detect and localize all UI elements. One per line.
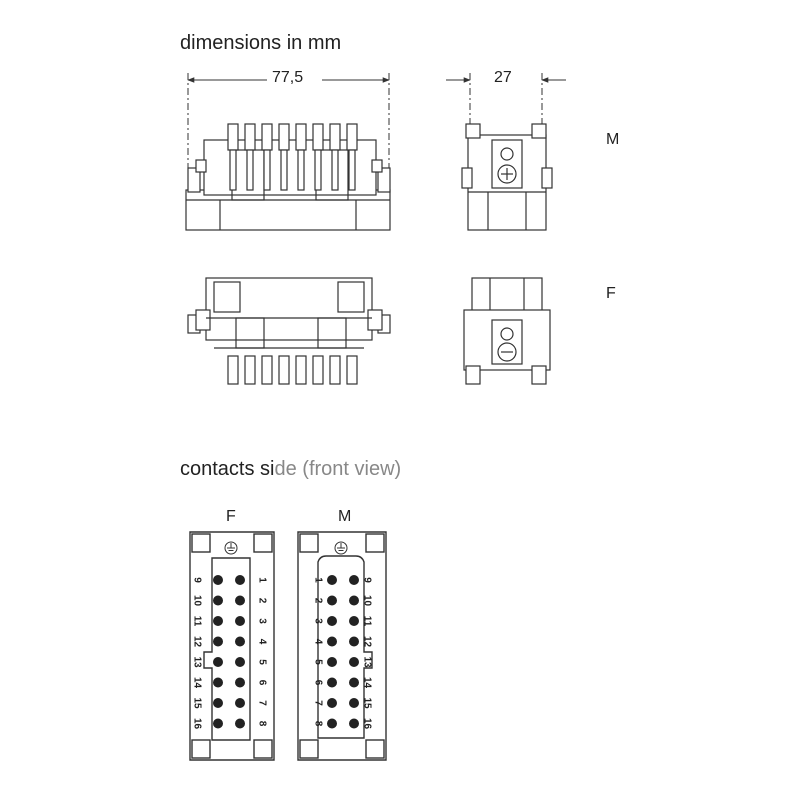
female-contact-number: 4: [257, 639, 268, 645]
female-contact-number: 11: [192, 616, 203, 627]
female-contact-dot: [235, 616, 245, 626]
female-contact-dot: [213, 677, 223, 688]
male-contact-number: 9: [362, 577, 373, 583]
female-contact-dot: [235, 657, 245, 667]
female-contact-dot: [235, 595, 245, 606]
male-contact-number: 6: [313, 680, 324, 686]
female-contact-number: 13: [192, 656, 203, 668]
female-contact-dot: [235, 677, 245, 688]
female-front-contacts: [227, 355, 358, 385]
female-contact-dot: [235, 575, 245, 585]
contact-dots: [213, 575, 359, 729]
male-contact-number: 8: [313, 721, 324, 727]
female-contact-number: 7: [257, 700, 268, 706]
male-contact-number: 10: [362, 595, 373, 607]
male-contact-dot: [349, 575, 359, 585]
male-contact-number: 12: [362, 636, 373, 648]
male-insert-label: M: [338, 508, 352, 525]
female-contact-dot: [235, 718, 245, 729]
female-contact-dot: [213, 575, 223, 585]
female-contact-dot: [235, 636, 245, 647]
female-contact-dot: [213, 657, 223, 667]
female-contact-number: 10: [192, 595, 203, 607]
contacts-heading: contacts side (front view): [180, 458, 401, 481]
male-side-view: [461, 123, 553, 231]
male-contact-number: 15: [362, 697, 373, 709]
female-contact-number: 8: [257, 721, 268, 727]
female-contact-number: 6: [257, 680, 268, 686]
male-contact-dot: [327, 698, 337, 708]
male-earth-symbol: [334, 541, 348, 555]
male-contact-dot: [349, 616, 359, 626]
female-contact-dot: [213, 698, 223, 708]
male-contact-dot: [349, 718, 359, 729]
male-contact-dot: [327, 636, 337, 647]
width-dimension-value: 77,5: [272, 69, 304, 86]
depth-dimension: [446, 73, 566, 130]
male-contact-number: 13: [362, 656, 373, 668]
male-contact-number: 3: [313, 618, 324, 624]
female-contact-dot: [235, 698, 245, 708]
male-contact-dot: [349, 698, 359, 708]
dimensions-heading: dimensions in mm: [180, 32, 342, 54]
male-view-label: M: [606, 131, 620, 148]
female-insert-label: F: [226, 508, 236, 525]
male-contact-number: 11: [362, 616, 373, 627]
female-contact-number: 1: [257, 577, 268, 583]
female-side-view: [463, 277, 551, 385]
male-contact-number: 1: [313, 577, 324, 583]
female-earth-symbol: [224, 541, 238, 555]
female-contact-number: 15: [192, 697, 203, 709]
male-contact-dot: [349, 636, 359, 647]
female-contact-number: 12: [192, 636, 203, 648]
female-contact-number: 2: [257, 598, 268, 604]
depth-dimension-value: 27: [494, 69, 512, 86]
male-contact-number: 16: [362, 718, 373, 730]
female-contact-dot: [213, 595, 223, 606]
female-front-view: [187, 277, 391, 385]
male-contact-number: 5: [313, 659, 324, 665]
female-contact-number: 9: [192, 577, 203, 583]
male-contact-number: 2: [313, 598, 324, 604]
female-contact-number: 5: [257, 659, 268, 665]
female-contact-dot: [213, 616, 223, 626]
female-contact-number: 14: [192, 677, 203, 689]
width-dimension: [187, 73, 390, 170]
male-contact-dot: [327, 616, 337, 626]
male-contact-number: 4: [313, 639, 324, 645]
female-contact-number: 3: [257, 618, 268, 624]
male-contact-dot: [327, 677, 337, 688]
male-contact-dot: [349, 677, 359, 688]
male-contact-dot: [327, 657, 337, 667]
female-contact-number: 16: [192, 718, 203, 730]
contacts-heading-main: contacts si: [180, 458, 275, 480]
male-contact-dot: [327, 595, 337, 606]
male-contact-dot: [327, 575, 337, 585]
male-contact-dot: [349, 657, 359, 667]
male-contact-number: 7: [313, 700, 324, 706]
male-front-pins: [227, 123, 358, 191]
female-contact-dot: [213, 636, 223, 647]
male-contact-dot: [327, 718, 337, 729]
male-contact-number: 14: [362, 677, 373, 689]
male-contact-dot: [349, 595, 359, 606]
male-front-view: [185, 123, 391, 231]
female-contact-dot: [213, 718, 223, 729]
female-view-label: F: [606, 285, 616, 302]
contacts-heading-secondary: de (front view): [274, 458, 402, 480]
